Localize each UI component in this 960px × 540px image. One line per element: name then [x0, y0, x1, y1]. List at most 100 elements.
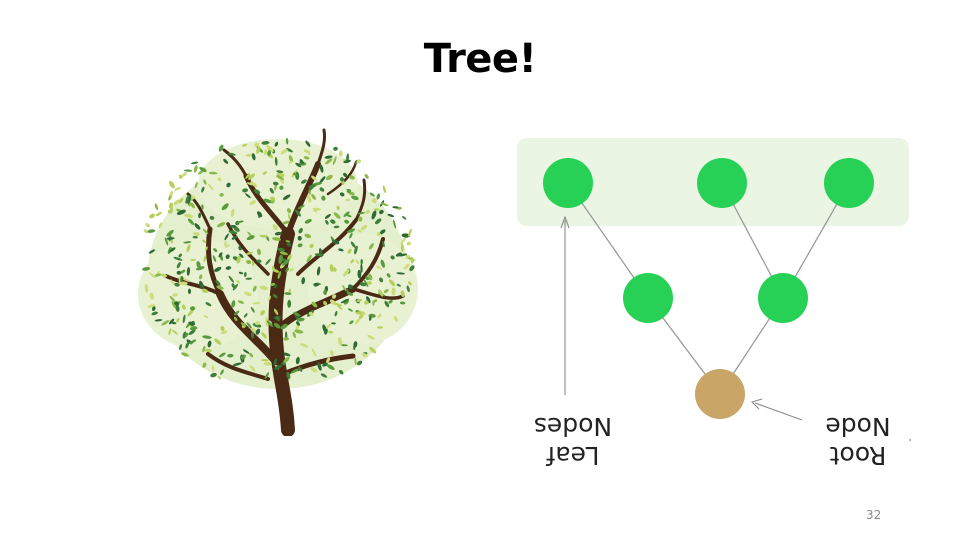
leaf-shape [189, 306, 196, 311]
leaf-shape [387, 213, 395, 218]
leaf-shape [360, 259, 363, 265]
leaf-shape [207, 340, 212, 348]
leaf-shape [180, 269, 186, 274]
leaf-shape [333, 212, 341, 219]
leaf-shape [190, 258, 197, 261]
leaf-shape [368, 273, 373, 281]
leaf-shape [194, 223, 201, 230]
leaf-shape [244, 193, 251, 199]
leaf-shape [334, 310, 338, 317]
leaf-shape [280, 323, 288, 330]
leaf-shape [216, 222, 226, 228]
leaf-shape [227, 152, 236, 156]
leaf-shape [203, 254, 207, 263]
leaf-shape [390, 255, 395, 260]
leaf-shape [144, 283, 149, 293]
leaf-shape [321, 195, 326, 201]
leaf-shape [365, 276, 370, 281]
leaf-shape [319, 187, 325, 192]
leaf-shape [346, 188, 352, 193]
leaf-shape [408, 228, 412, 237]
leaf-shape [400, 290, 405, 298]
leaf-shape [382, 241, 385, 248]
leaf-shape [288, 160, 293, 164]
leaf-shape [354, 317, 361, 325]
leaf-shape [250, 181, 258, 188]
leaf-shape [261, 141, 270, 145]
leaf-shape [236, 255, 241, 264]
leaf-shape [406, 285, 410, 293]
leaf-shape [246, 322, 253, 329]
leaf-shape [297, 235, 302, 241]
leaf-shape [274, 156, 278, 166]
leaf-shape [382, 185, 387, 194]
leaf-shape [202, 239, 207, 244]
leaf-shape [380, 259, 385, 268]
leaf-shape [142, 266, 151, 271]
leaf-shape [237, 300, 245, 304]
leaf-shape [172, 293, 178, 297]
leaf-shape [243, 313, 248, 318]
leaf-shape [164, 237, 169, 246]
leaf-shape [188, 321, 195, 326]
leaf-shape [345, 198, 351, 202]
leaf-shape [282, 220, 290, 225]
leaf-shape [188, 329, 196, 336]
leaf-shape [379, 209, 384, 215]
leaf-shape [384, 300, 390, 308]
leaf-shape [149, 292, 154, 300]
leaf-shape [251, 153, 256, 161]
leaf-shape [193, 165, 198, 173]
leaf-shape [350, 241, 356, 248]
leaf-shape [295, 324, 300, 330]
leaf-shape [297, 243, 303, 248]
leaf-shape [295, 209, 301, 217]
leaf-shape [297, 204, 305, 210]
leaf-shape [198, 274, 203, 280]
leaf-shape [301, 179, 307, 184]
leaf-shape [357, 269, 362, 279]
root-node-label-line2: Node [825, 412, 891, 441]
root-node-label-line1: Root [829, 441, 887, 470]
leaf-shape [294, 329, 304, 334]
leaf-shape [322, 324, 327, 333]
leaf-shape [357, 229, 362, 233]
leaf-shape [169, 247, 176, 253]
leaf-shape [311, 348, 317, 357]
leaf-shape [169, 295, 176, 302]
leaf-shape [326, 364, 335, 371]
leaf-shape [305, 140, 311, 147]
internal-node-left [623, 273, 673, 323]
leaf-shape [313, 282, 320, 287]
leaf-shape [296, 317, 305, 322]
leaf-shape [240, 322, 247, 328]
leaf-shape [273, 358, 278, 366]
leaf-shape [178, 197, 184, 204]
leaf-shape [275, 316, 280, 322]
leaf-shape [286, 242, 292, 247]
leaf-shape [151, 311, 158, 316]
root-pointer-arrow [750, 398, 803, 421]
leaf-shape [214, 266, 222, 272]
leaf-shape [280, 148, 288, 155]
leaf-shape [262, 171, 267, 175]
leaf-shape [350, 259, 355, 264]
leaf-shape [348, 284, 353, 290]
leaf-shape [311, 193, 316, 200]
leaf-shape [192, 231, 200, 237]
leaf-shape [242, 143, 248, 147]
leaf-shape [198, 280, 205, 290]
leaf-shape [339, 177, 345, 182]
leaf-shape [293, 312, 301, 317]
leaf-shape [169, 202, 174, 209]
leaf-shape [373, 208, 380, 211]
leaf-shape [368, 243, 374, 250]
leaf-shape [228, 275, 235, 283]
leaf-shape [377, 326, 383, 329]
leaf-shape [218, 352, 226, 358]
leaf-shape [356, 360, 363, 366]
leaf-shape [379, 229, 386, 235]
leaf-shape [353, 341, 358, 348]
leaf-shape [308, 311, 314, 316]
leaf-shape [199, 166, 207, 173]
